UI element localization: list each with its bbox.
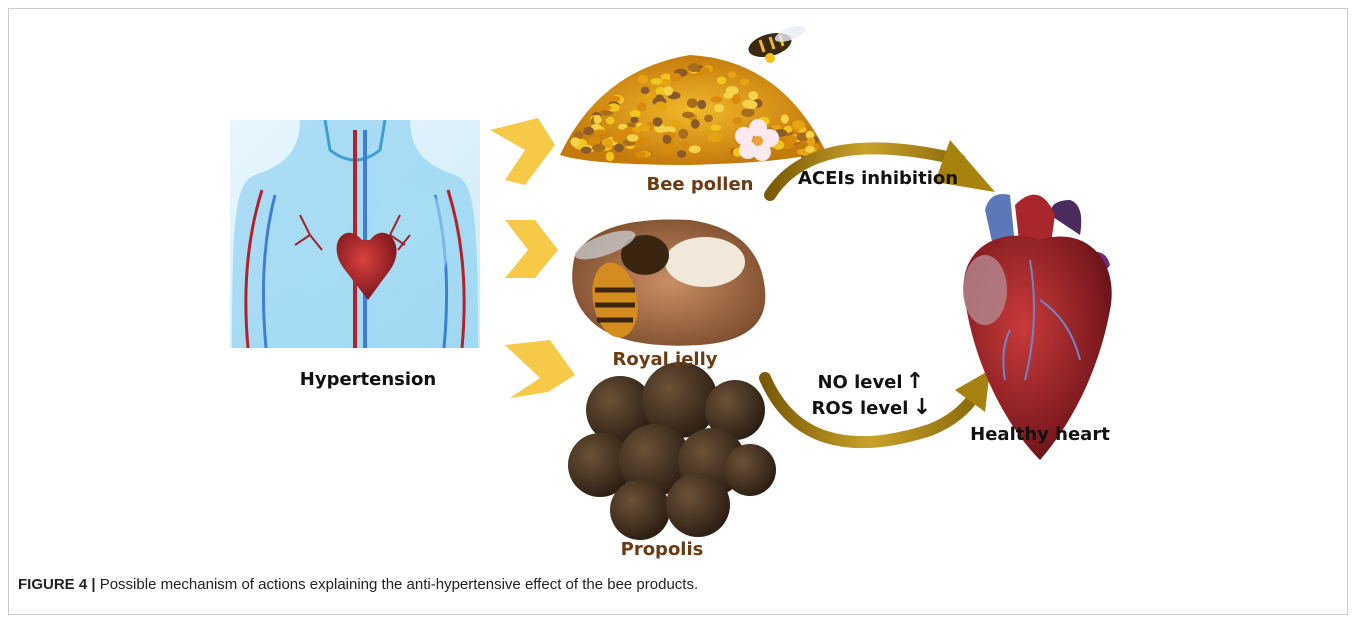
pollen-granule: [741, 108, 754, 117]
pollen-granule: [740, 79, 749, 85]
healthy-heart-image: [963, 194, 1112, 460]
pollen-granule: [704, 115, 713, 123]
pollen-granule: [710, 124, 721, 130]
caption-text: Possible mechanism of actions explaining…: [96, 576, 699, 593]
pollen-granule: [677, 150, 686, 158]
pollen-granule: [581, 147, 592, 154]
pollen-granule: [672, 120, 682, 128]
propolis-label: Propolis: [621, 539, 704, 560]
down-arrow-glyph: ↓: [913, 395, 931, 420]
bee-icon: [746, 23, 807, 63]
hypertension-illustration: [230, 120, 480, 348]
pollen-granule: [717, 77, 727, 85]
bee-pollen-label: Bee pollen: [646, 174, 753, 195]
pollen-granule: [630, 110, 641, 117]
acei-inhibition-label: ACEIs inhibition: [798, 168, 958, 189]
chevron-to-propolis: [505, 340, 575, 398]
bee-pollen-image: [560, 23, 825, 165]
pollen-granule: [691, 119, 700, 129]
chevron-arrows: [490, 118, 575, 398]
propolis-image: [568, 362, 776, 540]
pollen-granule: [663, 86, 673, 96]
pollen-granule: [699, 67, 710, 74]
pollen-granule: [687, 98, 698, 108]
pollen-granule: [663, 135, 672, 144]
pollen-granule: [688, 63, 699, 72]
pollen-granule: [749, 91, 759, 100]
up-arrow-glyph: ↑: [906, 369, 924, 394]
pollen-granule: [662, 145, 674, 154]
pollen-granule: [711, 96, 723, 102]
pollen-granule: [651, 78, 663, 85]
pollen-granule: [594, 129, 607, 135]
pollen-granule: [614, 144, 624, 153]
pollen-granule: [637, 102, 646, 111]
pollen-granule: [805, 146, 814, 153]
pollen-granule: [792, 120, 805, 130]
pollen-granule: [606, 152, 614, 161]
pollen-granule: [655, 101, 667, 110]
pollen-granule: [594, 115, 602, 124]
pollen-granule: [598, 105, 611, 111]
hypertension-label: Hypertension: [300, 369, 436, 390]
pollen-granule: [708, 133, 722, 143]
pollen-granule: [630, 117, 638, 123]
pollen-granule: [714, 104, 724, 112]
pollen-granule: [726, 86, 739, 95]
pollen-granule: [742, 100, 756, 108]
pollen-granule: [583, 127, 594, 135]
pollen-granule: [606, 117, 615, 124]
pollen-granule: [627, 134, 639, 142]
ros-level-label: ROS level: [812, 398, 909, 419]
chevron-to-pollen: [490, 118, 555, 185]
pollen-granule: [609, 96, 621, 102]
royal-jelly-image: [572, 219, 766, 345]
pollen-granule: [653, 117, 663, 126]
pollen-granule: [697, 100, 706, 110]
pollen-granule: [592, 144, 606, 152]
pollen-granule: [682, 112, 694, 118]
pollen-granule: [641, 87, 650, 94]
pollen-granule: [678, 129, 688, 139]
pollen-granule: [670, 73, 681, 82]
royal-jelly-label: Royal jelly: [613, 349, 718, 370]
propolis-ball: [666, 473, 730, 537]
pollen-granule: [689, 145, 701, 153]
propolis-ball: [610, 480, 670, 540]
propolis-ball: [724, 444, 776, 496]
pollen-granule: [786, 135, 797, 144]
pollen-granule: [681, 142, 690, 150]
pollen-granule: [728, 71, 736, 78]
pollen-granule: [807, 137, 815, 146]
pollen-granule: [733, 117, 742, 124]
pollen-granule: [781, 114, 789, 123]
healthy-heart-label: Healthy heart: [970, 424, 1110, 445]
figure-caption: FIGURE 4 | Possible mechanism of actions…: [18, 576, 698, 593]
pollen-granule: [620, 129, 629, 136]
pollen-granule: [635, 152, 646, 159]
figure-number: FIGURE 4 |: [18, 576, 96, 593]
pollen-granule: [571, 137, 581, 146]
chevron-to-jelly: [505, 220, 558, 278]
no-level-label: NO level: [817, 372, 902, 393]
pollen-granule: [632, 126, 641, 132]
pollen-granule: [638, 75, 649, 84]
